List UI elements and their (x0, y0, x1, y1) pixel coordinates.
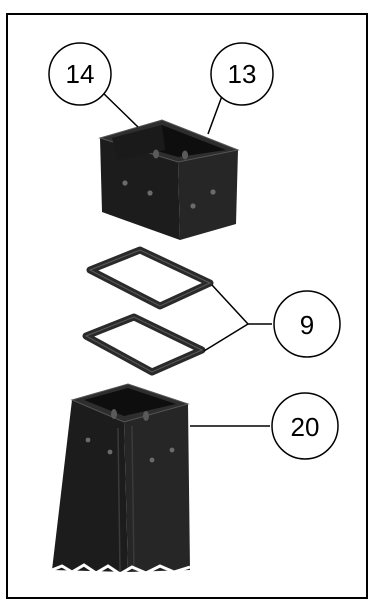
post-hole-inner (111, 409, 117, 419)
callout-label-9: 9 (300, 310, 314, 340)
post-right-face (124, 404, 190, 572)
post-hole (149, 457, 155, 463)
sleeve-right-face (178, 150, 238, 240)
leader-line-14 (99, 89, 139, 128)
sleeve-hole (122, 180, 128, 186)
callout-label-14: 14 (66, 59, 95, 89)
post-hole-inner (143, 411, 149, 421)
gasket-upper (86, 246, 214, 310)
sleeve-hole (210, 189, 216, 195)
sleeve-hole-inner (182, 150, 188, 160)
post-bottom-part (51, 383, 191, 576)
sleeve-inner-wall (112, 125, 165, 160)
post-hole (169, 447, 175, 453)
callout-14: 14 (48, 42, 112, 106)
gasket-lower (82, 313, 206, 376)
post-break-edge (51, 563, 191, 576)
callout-20: 20 (271, 392, 339, 460)
post-inner-opening (84, 388, 176, 416)
callout-label-20: 20 (291, 412, 320, 442)
callout-13: 13 (210, 42, 274, 106)
diagram-frame (6, 13, 368, 599)
sleeve-top-part (98, 119, 240, 240)
sleeve-left-face (100, 138, 180, 240)
post-hole (107, 449, 113, 455)
sleeve-hole-inner (153, 149, 159, 159)
callout-label-13: 13 (228, 59, 257, 89)
leader-line-9a (211, 284, 249, 325)
post-seam (131, 425, 135, 573)
callout-9: 9 (273, 290, 341, 358)
post-seam (117, 427, 121, 573)
leader-line-13 (207, 95, 223, 135)
post-hole (85, 437, 91, 443)
post-left-face (52, 400, 128, 572)
leader-line-9b (203, 323, 249, 352)
sleeve-hole (190, 203, 196, 209)
sleeve-hole (147, 190, 153, 196)
